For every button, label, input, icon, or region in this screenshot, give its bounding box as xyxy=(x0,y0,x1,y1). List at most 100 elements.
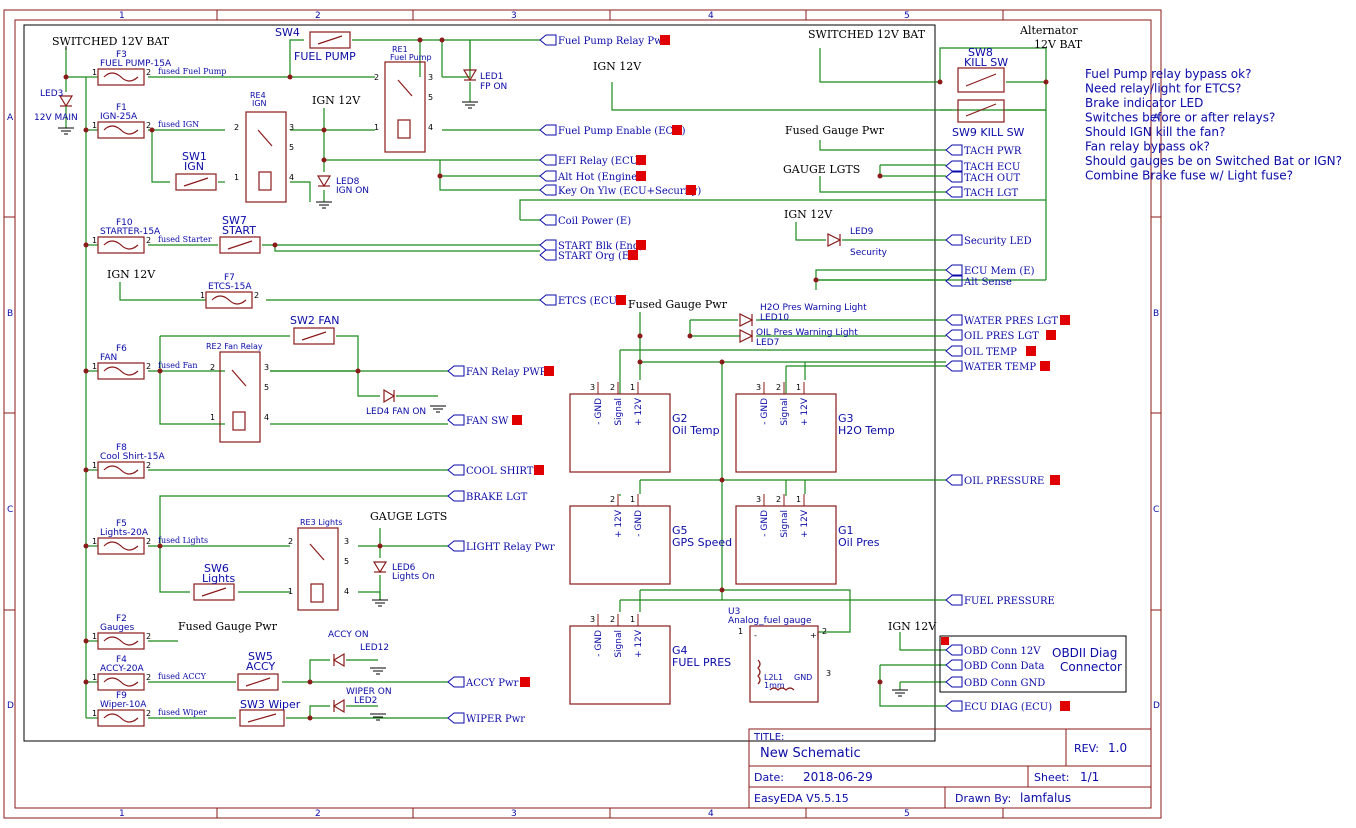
port[interactable]: WATER PRES LGT xyxy=(945,314,1070,327)
port[interactable]: START Org (E) xyxy=(539,249,638,262)
relay-re1: RE1 Fuel Pump xyxy=(384,45,432,153)
title-label: TITLE: xyxy=(753,732,784,743)
svg-text:3: 3 xyxy=(428,73,433,82)
port-label: TACH LGT xyxy=(964,188,1019,199)
wires xyxy=(65,39,1047,719)
port-flag xyxy=(628,250,638,260)
port[interactable]: FAN SW xyxy=(447,414,522,427)
gauge-pin: - GND xyxy=(760,510,770,537)
sw5[interactable]: SW5 ACCY xyxy=(237,650,279,691)
re4-ref: RE4 xyxy=(250,91,266,100)
svg-text:5: 5 xyxy=(264,383,269,392)
svg-text:2: 2 xyxy=(146,461,151,470)
port-label: WATER PRES LGT xyxy=(964,316,1058,327)
port[interactable]: Security LED xyxy=(945,234,1032,247)
col-label: 1 xyxy=(119,809,125,819)
led4: LED4 FAN ON xyxy=(366,388,426,417)
sw7[interactable]: SW7 START xyxy=(219,214,261,254)
port[interactable]: EFI Relay (ECU) xyxy=(539,154,646,167)
port[interactable]: LIGHT Relay Pwr xyxy=(447,540,555,553)
svg-text:3: 3 xyxy=(826,669,831,678)
tool-value: EasyEDA V5.5.15 xyxy=(754,792,849,805)
gauge-ref: G5 xyxy=(672,524,688,537)
sw8-ref: SW8 xyxy=(968,46,993,59)
port[interactable]: Key On Ylw (ECU+Security) xyxy=(539,184,701,197)
port[interactable]: Alt Hot (Engine) xyxy=(539,170,646,183)
sw9[interactable]: SW9 KILL SW xyxy=(952,99,1025,139)
svg-text:3: 3 xyxy=(590,615,595,624)
port[interactable]: Fuel Pump Relay Pwr xyxy=(539,34,670,47)
port-label: START Blk (Eng) xyxy=(558,241,643,252)
re1-ref: RE1 xyxy=(392,45,408,54)
port[interactable]: WIPER Pwr xyxy=(447,712,525,725)
sw6[interactable]: SW6 Lights xyxy=(193,562,235,601)
note-text: Need relay/light for ETCS? xyxy=(1085,82,1241,96)
port[interactable]: BRAKE LGT xyxy=(447,490,528,503)
sw2-label: SW2 FAN xyxy=(290,314,339,327)
port[interactable]: Alt Sense xyxy=(945,275,1012,288)
port[interactable]: TACH ECU xyxy=(945,160,1020,173)
sw3[interactable]: SW3 Wiper xyxy=(239,698,301,727)
gauge-pin: - GND xyxy=(594,398,604,425)
svg-text:1: 1 xyxy=(92,632,97,641)
sw1[interactable]: SW1 IGN xyxy=(175,150,217,191)
rev-label: REV: xyxy=(1074,742,1099,755)
relays: RE1 Fuel Pump RE4 IGN RE2 Fan Relay RE3 … xyxy=(206,45,433,611)
svg-text:1: 1 xyxy=(796,495,801,504)
port[interactable]: ECU Mem (E) xyxy=(945,264,1035,277)
port[interactable]: TACH LGT xyxy=(945,186,1019,199)
port[interactable]: OBD Conn 12V xyxy=(945,644,1041,657)
port[interactable]: OIL TEMP xyxy=(945,345,1036,358)
svg-text:1: 1 xyxy=(630,495,635,504)
col-label: 3 xyxy=(511,809,517,819)
port-label: TACH PWR xyxy=(964,146,1022,157)
led9: LED9 Security xyxy=(827,227,888,258)
port[interactable]: FAN Relay PWR xyxy=(447,365,554,378)
gauge-name: H2O Temp xyxy=(838,424,895,437)
svg-text:1: 1 xyxy=(200,291,205,300)
u3-ref: U3 xyxy=(728,607,740,617)
svg-text:2: 2 xyxy=(254,291,259,300)
note-text: Should gauges be on Switched Bat or IGN? xyxy=(1085,154,1342,168)
port[interactable]: ACCY Pwr xyxy=(447,676,530,689)
port-label: LIGHT Relay Pwr xyxy=(466,542,555,553)
port[interactable]: START Blk (Eng) xyxy=(539,239,646,252)
port[interactable]: ECU DIAG (ECU) xyxy=(945,700,1070,713)
port[interactable]: OIL PRES LGT xyxy=(945,329,1056,342)
led1: LED1 FP ON xyxy=(462,69,507,92)
led3-name: 12V MAIN xyxy=(34,113,78,123)
fuse-net: fused ACCY xyxy=(158,672,207,681)
port[interactable]: TACH PWR xyxy=(945,144,1022,157)
sw8[interactable]: SW8 KILL SW xyxy=(957,46,1008,93)
obd-title-1: OBDII Diag xyxy=(1052,646,1117,660)
port[interactable]: WATER TEMP xyxy=(945,360,1050,373)
port[interactable]: ETCS (ECU) xyxy=(539,294,626,307)
re1-name: Fuel Pump xyxy=(390,53,432,62)
svg-text:1: 1 xyxy=(630,615,635,624)
port[interactable]: Coil Power (E) xyxy=(539,214,631,227)
port-flag xyxy=(1060,315,1070,325)
gauge-lgts-label: GAUGE LGTS xyxy=(370,510,447,523)
gauge-pin: Signal xyxy=(614,630,624,658)
port[interactable]: TACH OUT xyxy=(945,171,1021,184)
port-flag xyxy=(636,155,646,165)
svg-text:5: 5 xyxy=(344,557,349,566)
sw2[interactable]: SW2 FAN xyxy=(290,314,339,345)
svg-text:5: 5 xyxy=(289,143,294,152)
fuse-name: Lights-20A xyxy=(100,528,149,538)
port[interactable]: OIL PRESSURE xyxy=(945,474,1060,487)
port[interactable]: FUEL PRESSURE xyxy=(945,594,1055,607)
port[interactable]: COOL SHIRT xyxy=(447,464,544,477)
fuse-name: Gauges xyxy=(100,623,134,633)
port-flag xyxy=(520,677,530,687)
sw4[interactable]: SW4 FUEL PUMP xyxy=(275,26,356,63)
port-label: FAN Relay PWR xyxy=(466,367,548,378)
gauge-name: Oil Pres xyxy=(838,536,880,549)
port[interactable]: OBD Conn GND xyxy=(945,676,1045,689)
port[interactable]: Fuel Pump Enable (ECU) xyxy=(539,124,686,137)
junctions xyxy=(63,37,1049,721)
port[interactable]: OBD Conn Data xyxy=(945,659,1044,672)
